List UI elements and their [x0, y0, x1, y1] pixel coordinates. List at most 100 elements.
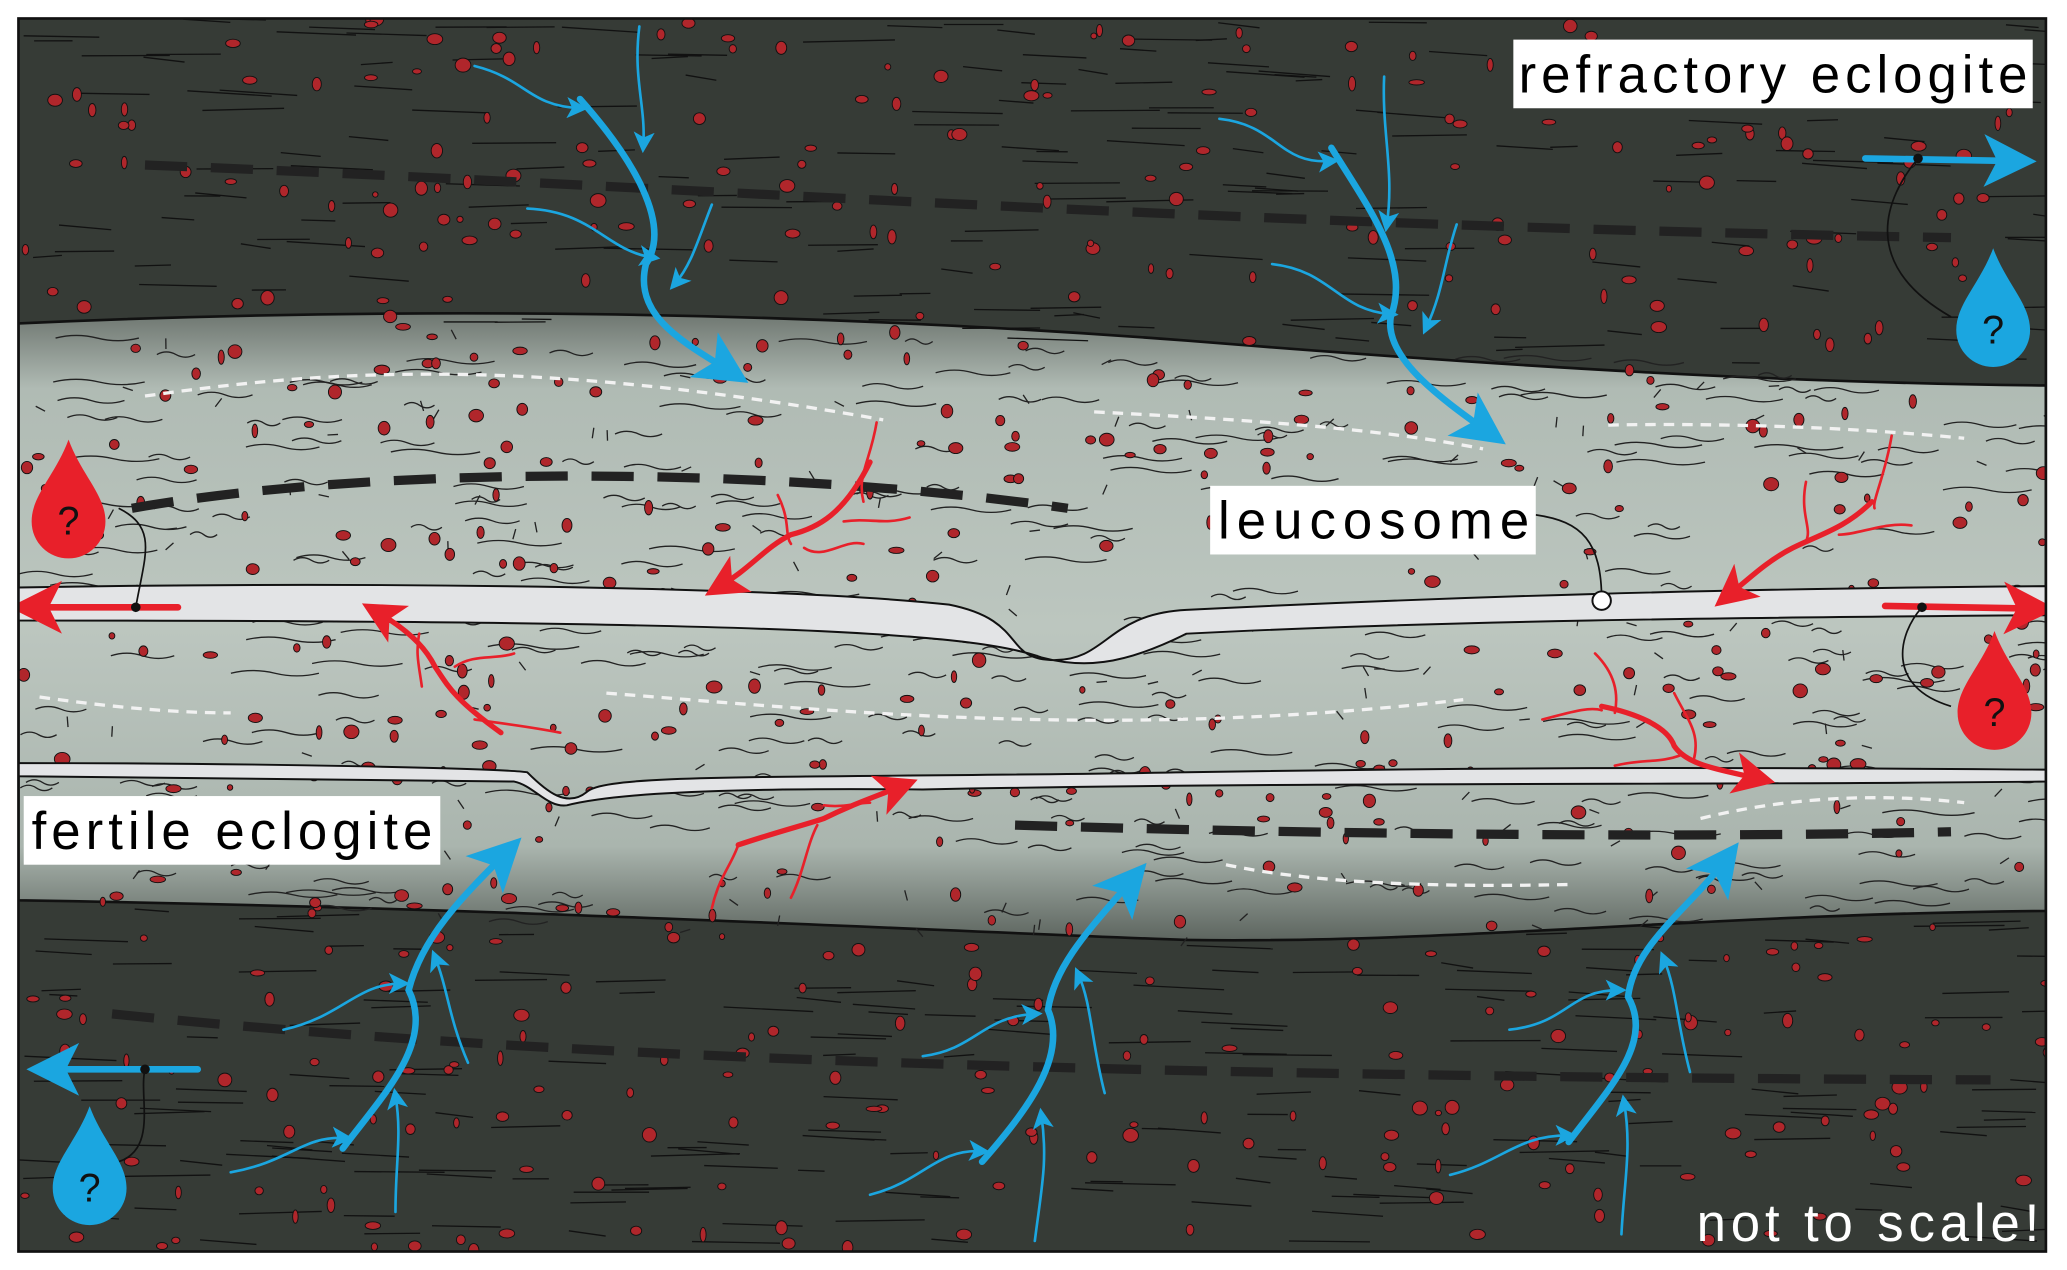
foliation-stroke: [718, 804, 772, 812]
garnet-grain: [487, 217, 502, 231]
foliation-stroke: [1347, 257, 1427, 262]
mineral-tick: [1101, 359, 1112, 366]
foliation-stroke: [139, 1107, 212, 1113]
garnet-grain: [109, 439, 120, 450]
garnet-grain: [763, 887, 772, 899]
garnet-grain: [165, 784, 182, 794]
garnet-grain: [2015, 1174, 2032, 1187]
garnet-grain: [989, 262, 1002, 271]
foliation-stroke: [136, 869, 177, 877]
garnet-grain: [431, 357, 441, 370]
garnet-grain: [1908, 394, 1917, 409]
droplet-question: ?: [58, 500, 80, 544]
foliation-stroke: [1108, 359, 1158, 366]
garnet-grain: [343, 724, 360, 740]
garnet-grain: [535, 836, 544, 843]
foliation-stroke: [734, 800, 811, 807]
foliation-stroke: [1368, 21, 1427, 24]
garnet-grain: [1200, 470, 1209, 480]
foliation-stroke: [837, 152, 896, 155]
foliation-stroke: [1118, 325, 1155, 329]
mineral-tick: [1635, 721, 1646, 729]
foliation-stroke: [1804, 894, 1874, 902]
foliation-stroke: [1212, 969, 1259, 974]
garnet-grain: [1594, 1208, 1605, 1223]
garnet-grain: [754, 457, 763, 469]
foliation-stroke: [1135, 843, 1181, 851]
foliation-stroke: [862, 382, 924, 390]
foliation-stroke: [964, 229, 1039, 232]
foliation-stroke: [1956, 1125, 2026, 1129]
garnet-grain: [1649, 299, 1665, 312]
mineral-tick: [1096, 680, 1108, 683]
garnet-grain: [372, 1070, 385, 1083]
mineral-tick: [752, 524, 762, 533]
garnet-grain: [266, 1087, 279, 1102]
garnet-grain: [468, 1243, 480, 1252]
garnet-grain: [743, 362, 753, 372]
foliation-stroke: [549, 349, 594, 357]
foliation-stroke: [1025, 347, 1065, 355]
garnet-grain: [1079, 686, 1086, 694]
mineral-tick: [915, 928, 924, 938]
garnet-grain: [889, 325, 901, 340]
garnet-grain: [1741, 124, 1754, 133]
garnet-grain: [225, 38, 241, 49]
foliation-stroke: [1476, 995, 1505, 1001]
foliation-stroke: [271, 1155, 346, 1163]
garnet-grain: [442, 295, 453, 303]
foliation-stroke: [1581, 798, 1621, 806]
garnet-grain: [716, 166, 731, 176]
garnet-grain: [426, 33, 444, 46]
droplet-question: ?: [79, 1166, 101, 1210]
garnet-grain: [320, 1184, 328, 1194]
garnet-grain: [1434, 1109, 1442, 1117]
garnet-grain: [767, 1025, 780, 1037]
garnet-grain: [483, 457, 496, 470]
mineral-tick: [443, 850, 451, 860]
garnet-grain: [1547, 648, 1563, 659]
foliation-stroke: [1198, 677, 1262, 685]
garnet-grain: [564, 742, 578, 755]
foliation-stroke: [2033, 213, 2046, 217]
garnet-grain: [2005, 107, 2013, 118]
garnet-grain: [1936, 209, 1948, 221]
foliation-stroke: [1024, 556, 1107, 563]
foliation-stroke: [1491, 385, 1546, 393]
garnet-grain: [1086, 1151, 1098, 1164]
garnet-grain: [1738, 245, 1754, 257]
garnet-grain: [1791, 962, 1801, 972]
garnet-grain: [781, 1237, 796, 1250]
foliation-stroke: [912, 110, 1003, 115]
foliation-stroke: [704, 1164, 778, 1169]
mineral-tick: [1797, 447, 1807, 454]
foliation-stroke: [363, 999, 428, 1003]
garnet-grain: [641, 1127, 657, 1143]
foliation-stroke: [1688, 959, 1717, 962]
garnet-grain: [227, 344, 243, 359]
garnet-grain: [1463, 645, 1480, 655]
garnet-grain: [1645, 888, 1654, 904]
garnet-grain: [776, 868, 788, 875]
foliation-stroke: [1324, 1175, 1358, 1180]
garnet-grain: [539, 457, 553, 467]
garnet-grain: [2014, 615, 2029, 630]
garnet-grain: [884, 63, 892, 71]
foliation-stroke: [1312, 1210, 1384, 1217]
foliation-stroke: [998, 99, 1034, 104]
garnet-grain: [756, 339, 769, 353]
foliation-stroke: [286, 889, 377, 896]
foliation-stroke: [1496, 145, 1553, 151]
foliation-stroke: [1575, 512, 1620, 520]
foliation-stroke: [1526, 932, 1567, 936]
foliation-stroke: [1655, 383, 1716, 391]
foliation-stroke: [161, 216, 195, 221]
garnet-grain: [1910, 140, 1927, 152]
garnet-grain: [955, 1228, 973, 1241]
foliation-stroke: [74, 92, 150, 96]
garnet-grain: [1408, 79, 1425, 86]
garnet-grain: [1244, 107, 1258, 117]
garnet-grain: [241, 511, 249, 522]
garnet-grain: [1179, 162, 1194, 171]
foliation-stroke: [180, 1159, 223, 1166]
